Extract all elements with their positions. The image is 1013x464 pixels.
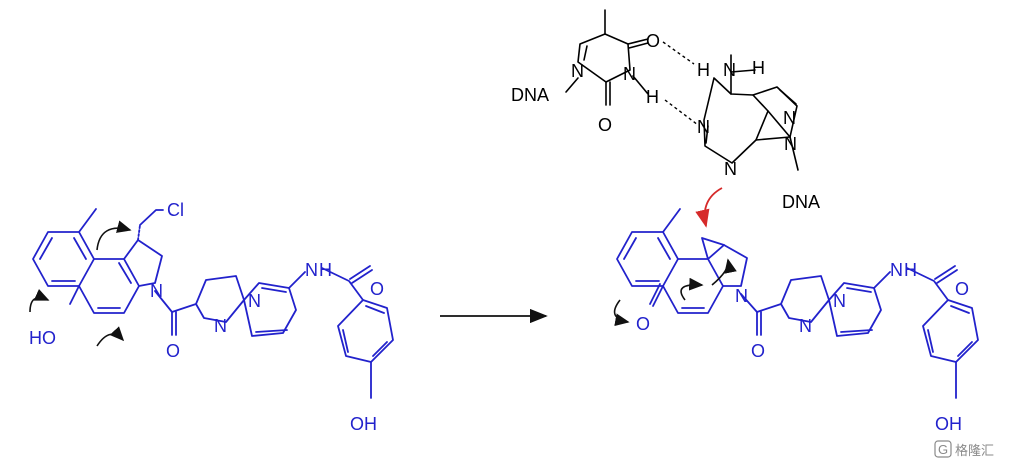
thymine-o2-label: O	[598, 115, 612, 135]
thymine-h3-label: H	[646, 87, 659, 107]
oh-phenol-label: OH	[350, 414, 377, 434]
adenine-h-a-label: H	[697, 60, 710, 80]
r-n-amide-label: N	[890, 260, 903, 280]
adenine-n9-label: N	[784, 134, 797, 154]
n-imid2-label: N	[214, 316, 227, 336]
adenine-h-b-label: H	[752, 58, 765, 78]
o-benzoyl-label: O	[370, 279, 384, 299]
adenine-n7-label: N	[783, 108, 796, 128]
r-o-ketone-label: O	[636, 314, 650, 334]
r-oh-phenol-label: OH	[935, 414, 962, 434]
n-amide-label: N	[305, 260, 318, 280]
n-ring-label: N	[150, 281, 163, 301]
r-nh-h-label: H	[904, 260, 917, 280]
thymine-o4-label: O	[646, 31, 660, 51]
attack-arrow	[695, 187, 723, 228]
thymine-n3-label: N	[623, 64, 636, 84]
nh-h-label: H	[319, 260, 332, 280]
right-molecule: O N O N N H N O OH	[613, 208, 979, 434]
adenine-n6-label: N	[723, 60, 736, 80]
thymine-dna-label: DNA	[511, 85, 549, 105]
adenine-dna-label: DNA	[782, 192, 820, 212]
left-molecule: Cl HO N O N N H N O OH	[29, 200, 394, 434]
n-imid1-label: N	[248, 291, 261, 311]
r-n-imid2-label: N	[799, 316, 812, 336]
thymine-n1-label: N	[571, 61, 584, 81]
o-amide-label: O	[166, 341, 180, 361]
watermark: G 格隆汇	[934, 440, 994, 458]
ho-label: HO	[29, 328, 56, 348]
r-n-ring-label: N	[735, 286, 748, 306]
dna-base-pair: DNA N N H O O H N H N N N N DNA	[511, 9, 820, 212]
adenine-n1-label: N	[697, 117, 710, 137]
watermark-text: 格隆汇	[955, 443, 994, 458]
r-n-imid1-label: N	[833, 291, 846, 311]
cl-label: Cl	[167, 200, 184, 220]
r-o-amide-label: O	[751, 341, 765, 361]
adenine-n3-label: N	[724, 159, 737, 179]
r-o-benzoyl-label: O	[955, 279, 969, 299]
watermark-icon: G	[938, 442, 948, 457]
